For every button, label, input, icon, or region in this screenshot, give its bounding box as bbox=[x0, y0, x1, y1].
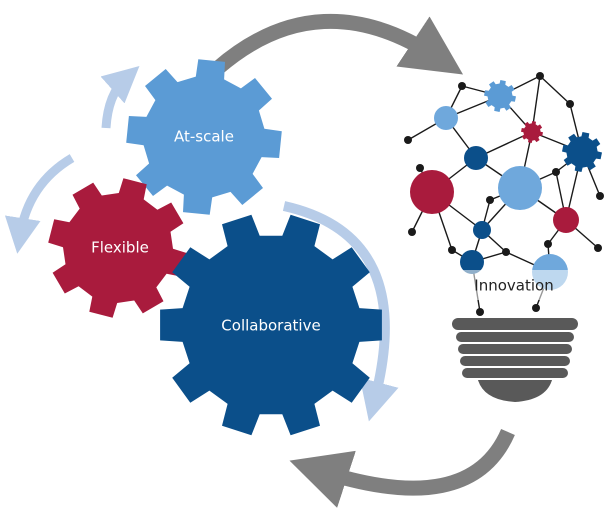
network-node bbox=[416, 164, 424, 172]
at-scale-gear-icon bbox=[126, 59, 282, 215]
network-node bbox=[498, 166, 542, 210]
top-curved-arrow-icon bbox=[213, 13, 464, 75]
network-node bbox=[532, 304, 540, 312]
network-node bbox=[552, 168, 560, 176]
network-node bbox=[596, 192, 604, 200]
left-upper-curved-arrow-icon bbox=[100, 66, 140, 129]
network-node bbox=[476, 308, 484, 316]
network-nodes bbox=[404, 72, 604, 316]
gear-collab-shape bbox=[160, 214, 382, 436]
network-node bbox=[434, 106, 458, 130]
network-node bbox=[473, 221, 491, 239]
network-gear-node-icon bbox=[484, 80, 516, 112]
network-node bbox=[553, 207, 579, 233]
gear-flexible-shape bbox=[48, 178, 188, 318]
network-node bbox=[410, 170, 454, 214]
flexible-label: Flexible bbox=[91, 239, 149, 257]
lightbulb-network-icon bbox=[404, 72, 604, 316]
gear-atscale-shape bbox=[126, 59, 282, 215]
network-node bbox=[460, 250, 484, 274]
right-curved-arrow-icon bbox=[282, 201, 399, 422]
left-lower-curved-arrow-icon bbox=[4, 154, 75, 254]
network-node bbox=[404, 136, 412, 144]
network-node bbox=[458, 82, 466, 90]
network-node bbox=[408, 228, 416, 236]
network-node bbox=[544, 240, 552, 248]
network-node bbox=[464, 146, 488, 170]
network-node bbox=[536, 72, 544, 80]
lightbulb-base-icon bbox=[452, 318, 578, 402]
innovation-label: Innovation bbox=[474, 277, 553, 295]
bottom-curved-arrow-icon bbox=[289, 428, 515, 508]
network-node bbox=[448, 246, 456, 254]
flexible-gear-icon bbox=[48, 178, 188, 318]
at-scale-label: At-scale bbox=[174, 128, 234, 146]
network-node bbox=[502, 248, 510, 256]
collaborative-gear-icon bbox=[160, 214, 382, 436]
collaborative-label: Collaborative bbox=[221, 317, 320, 335]
network-node bbox=[486, 196, 494, 204]
network-gear-node-icon bbox=[562, 132, 602, 172]
network-node bbox=[594, 244, 602, 252]
network-node bbox=[566, 100, 574, 108]
network-gear-node-icon bbox=[521, 121, 543, 143]
innovation-label-background bbox=[442, 270, 586, 300]
network-edge bbox=[539, 75, 571, 105]
